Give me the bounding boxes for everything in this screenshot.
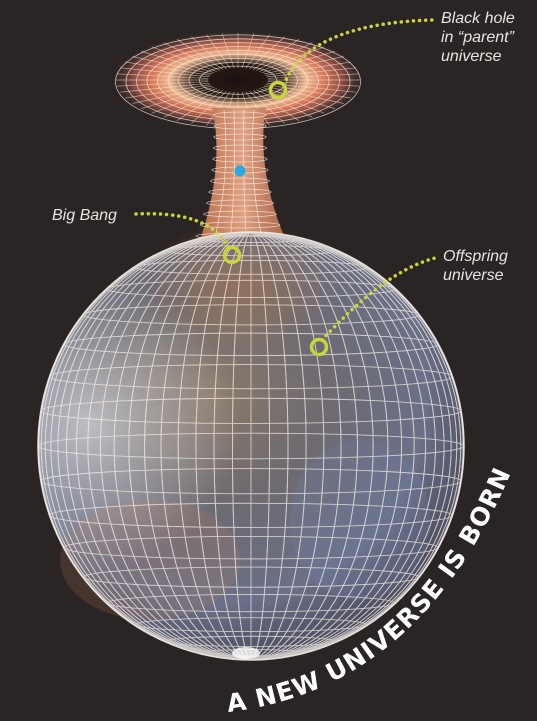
ring-marker-icon [222, 245, 242, 265]
label-offspring-line-2: universe [443, 267, 504, 284]
ring-marker-icon [268, 80, 288, 100]
label-black-hole-line-2: in “parent” [441, 29, 514, 46]
offspring-universe-sphere [37, 220, 465, 661]
parent-universe-funnel [114, 32, 362, 130]
leader-black-hole [282, 18, 434, 87]
leader-big-bang [134, 211, 230, 250]
label-offspring-line-1: Offspring [443, 248, 508, 265]
label-black-hole-line-1: Black hole [441, 10, 515, 27]
label-big-bang: Big Bang [52, 207, 117, 224]
label-offspring: Offspring universe [443, 247, 508, 285]
label-black-hole-line-3: universe [441, 48, 502, 65]
label-black-hole: Black hole in “parent” universe [441, 9, 515, 66]
leader-lines [134, 18, 437, 342]
ring-marker-icon [309, 337, 329, 357]
blue-dot-icon [234, 165, 246, 177]
